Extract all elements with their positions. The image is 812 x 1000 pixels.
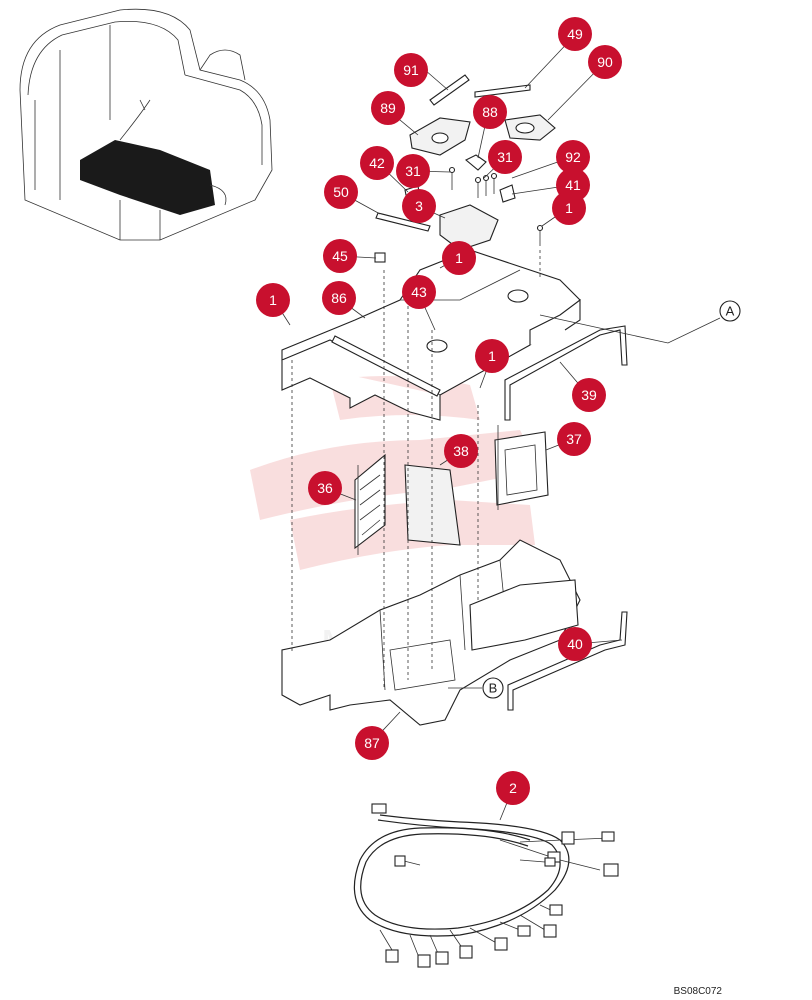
svg-text:41: 41 [565, 177, 581, 193]
upper-parts [374, 74, 556, 263]
callout-1-upper-right[interactable]: 1 [552, 191, 586, 225]
svg-text:49: 49 [567, 26, 583, 42]
callout-40[interactable]: 40 [558, 627, 592, 661]
callout-36[interactable]: 36 [308, 471, 342, 505]
callout-49[interactable]: 49 [558, 17, 592, 51]
svg-text:37: 37 [566, 431, 582, 447]
svg-text:1: 1 [488, 348, 496, 364]
svg-text:45: 45 [332, 248, 348, 264]
callout-86[interactable]: 86 [322, 281, 356, 315]
svg-text:90: 90 [597, 54, 613, 70]
svg-text:3: 3 [415, 198, 423, 214]
console-frame [281, 249, 628, 726]
svg-text:43: 43 [411, 284, 427, 300]
svg-text:91: 91 [403, 62, 419, 78]
callout-90[interactable]: 90 [588, 45, 622, 79]
callout-31-right[interactable]: 31 [488, 140, 522, 174]
wire-harness [353, 803, 619, 968]
svg-text:31: 31 [497, 149, 513, 165]
reference-marker-a: A [719, 300, 741, 322]
callout-38[interactable]: 38 [444, 434, 478, 468]
callout-1-middle[interactable]: 1 [475, 339, 509, 373]
callout-50[interactable]: 50 [324, 175, 358, 209]
reference-marker-b: B [482, 677, 504, 699]
callout-3[interactable]: 3 [402, 189, 436, 223]
drawing-code: BS08C072 [674, 986, 723, 997]
callout-92[interactable]: 92 [556, 140, 590, 174]
callout-87[interactable]: 87 [355, 726, 389, 760]
callout-bubble [558, 17, 592, 51]
svg-text:39: 39 [581, 387, 597, 403]
svg-text:92: 92 [565, 149, 581, 165]
callout-43[interactable]: 43 [402, 275, 436, 309]
svg-text:1: 1 [565, 200, 573, 216]
callout-37[interactable]: 37 [557, 422, 591, 456]
callout-89[interactable]: 89 [371, 91, 405, 125]
svg-text:1: 1 [269, 292, 277, 308]
callout-88[interactable]: 88 [473, 95, 507, 129]
callout-91[interactable]: 91 [394, 53, 428, 87]
svg-text:2: 2 [509, 780, 517, 796]
callout-group: 49 90 91 89 88 42 31 31 92 41 1 50 3 45 … [256, 17, 622, 805]
svg-text:86: 86 [331, 290, 347, 306]
svg-text:42: 42 [369, 155, 385, 171]
excavator-cab-inset [19, 8, 273, 241]
svg-text:40: 40 [567, 636, 583, 652]
svg-text:87: 87 [364, 735, 380, 751]
reference-label-a: A [726, 304, 735, 319]
svg-text:1: 1 [455, 250, 463, 266]
callout-42[interactable]: 42 [360, 146, 394, 180]
callout-1-left[interactable]: 1 [256, 283, 290, 317]
callout-2[interactable]: 2 [496, 771, 530, 805]
callout-45[interactable]: 45 [323, 239, 357, 273]
callout-31-left[interactable]: 31 [396, 154, 430, 188]
svg-text:50: 50 [333, 184, 349, 200]
callout-39[interactable]: 39 [572, 378, 606, 412]
callout-1-center[interactable]: 1 [442, 241, 476, 275]
svg-text:88: 88 [482, 104, 498, 120]
svg-text:89: 89 [380, 100, 396, 116]
svg-text:31: 31 [405, 163, 421, 179]
reference-label-b: B [489, 681, 498, 696]
svg-text:38: 38 [453, 443, 469, 459]
svg-text:36: 36 [317, 480, 333, 496]
